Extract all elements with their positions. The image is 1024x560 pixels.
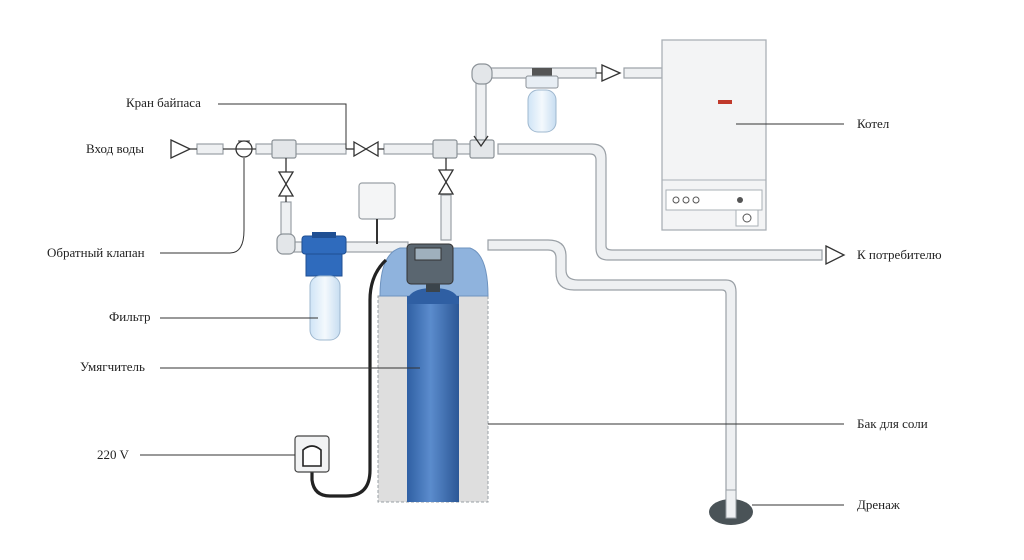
drain-pipe [487, 239, 737, 515]
elbow-fitting-filter [276, 233, 296, 255]
consumer-pipe [497, 143, 823, 261]
boiler-inlet-pipe [623, 67, 663, 79]
power-plug [302, 445, 322, 467]
elbow-fitting-top [471, 63, 493, 85]
power-socket [294, 435, 330, 473]
boiler-knob-3 [692, 196, 700, 204]
bypass-valve-icon [346, 140, 384, 158]
consumer-arrow-icon [825, 244, 846, 266]
leader-lines [140, 103, 844, 506]
control-valve [406, 243, 454, 292]
control-valve-neck [426, 284, 440, 292]
label-water-inlet: Вход воды [86, 141, 145, 156]
fittings [271, 63, 495, 255]
boiler-arrow-icon [601, 63, 622, 83]
main-pipe-left [255, 143, 347, 155]
label-boiler: Котел [857, 116, 890, 131]
filter [301, 232, 347, 341]
label-salt-tank: Бак для соли [857, 416, 928, 431]
boiler-button [737, 197, 743, 203]
softener-outlet-valve-icon [437, 158, 455, 195]
boiler-control-panel [665, 189, 763, 211]
label-filter: Фильтр [109, 309, 151, 324]
filter-ring [305, 253, 343, 277]
filter-bowl [309, 275, 341, 341]
power-cable [310, 258, 388, 498]
boiler [661, 39, 767, 231]
tee-fitting-right [469, 139, 495, 159]
tee-fitting-left [271, 139, 297, 159]
boiler-knob-2 [682, 196, 690, 204]
boiler-knob-1 [672, 196, 680, 204]
label-bypass-valve: Кран байпаса [126, 95, 201, 110]
boiler-filter-head [525, 75, 559, 89]
inlet-pipe-segment [196, 143, 224, 155]
label-softener: Умягчитель [80, 359, 145, 374]
leader-bypass-valve [218, 103, 347, 149]
boiler-gauge [742, 213, 752, 223]
filter-cap [312, 232, 336, 238]
filter-feed-vertical [280, 201, 292, 239]
drain-pipe-end [725, 489, 737, 519]
control-valve-display [414, 247, 442, 261]
boiler-filter-cap [532, 68, 552, 76]
label-check-valve: Обратный клапан [47, 245, 145, 260]
expansion-tank [358, 182, 396, 220]
label-to-consumer: К потребителю [857, 247, 942, 262]
check-valve-icon [223, 140, 256, 158]
filter-head [301, 235, 347, 255]
filter-inlet-valve-icon [277, 158, 295, 202]
leader-check-valve-curve [229, 158, 245, 254]
softener-return-vertical [440, 194, 452, 241]
label-power: 220 V [97, 447, 129, 462]
label-drain: Дренаж [857, 497, 900, 512]
inlet-arrow-icon [170, 138, 192, 160]
softener-column [407, 296, 459, 502]
boiler-filter-bowl [527, 89, 557, 133]
boiler-display [735, 209, 759, 227]
flow-down-arrow-icon [473, 135, 489, 148]
boiler-indicator [718, 100, 732, 104]
softener-dome [407, 288, 459, 304]
boiler-filter [525, 68, 559, 133]
softener-tank [407, 288, 459, 502]
tee-fitting-middle [432, 139, 458, 159]
